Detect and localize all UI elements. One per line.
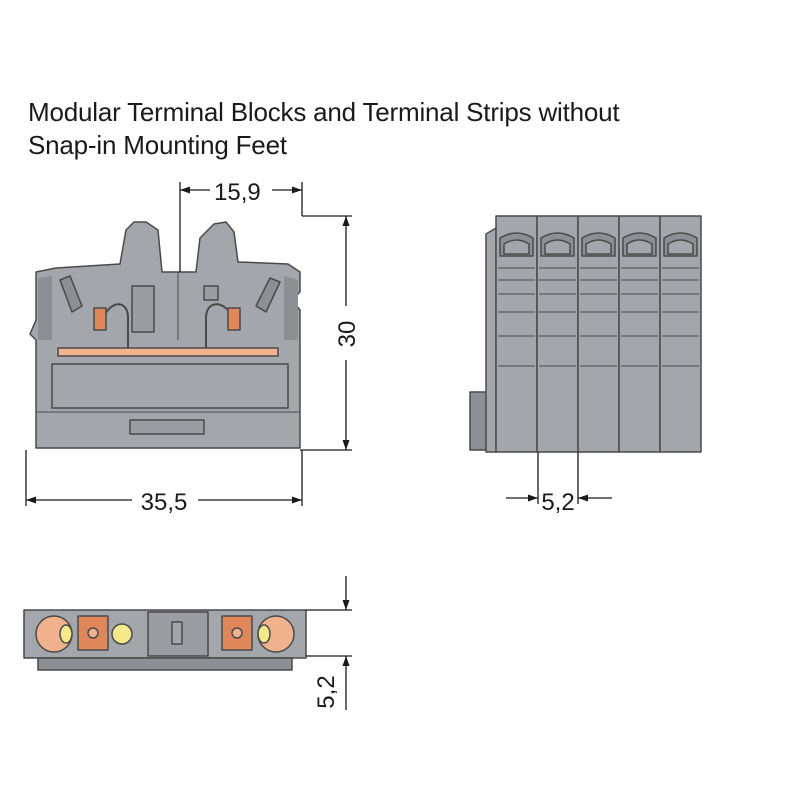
- busbar: [57, 347, 279, 357]
- top-dimensions: [306, 576, 352, 710]
- side-view: [469, 215, 702, 453]
- front-view-housing: [29, 221, 301, 449]
- title-line-1: Modular Terminal Blocks and Terminal Str…: [28, 97, 620, 127]
- clamp-right: [227, 307, 241, 331]
- dimension-height: 30: [334, 321, 361, 348]
- front-dimensions: [25, 182, 352, 506]
- title-line-2: Snap-in Mounting Feet: [28, 130, 287, 160]
- top-view-bottom: [37, 657, 293, 671]
- marker-dot-left: [59, 624, 73, 644]
- spring-left: [103, 303, 129, 348]
- side-dimensions: [506, 452, 612, 504]
- dimension-overall-width: 35,5: [141, 489, 188, 516]
- dimension-pitch-top: 5,2: [313, 675, 340, 708]
- center-window-left: [131, 285, 155, 333]
- front-view-shade-left: [38, 276, 52, 340]
- front-view-shade-right: [284, 276, 298, 340]
- side-module: [577, 215, 620, 453]
- side-module: [495, 215, 538, 453]
- center-window-right: [203, 285, 219, 301]
- top-clamp-right: [221, 615, 253, 651]
- side-module: [618, 215, 661, 453]
- dimension-pitch-side: 5,2: [541, 489, 574, 516]
- clamp-left: [93, 307, 107, 331]
- side-module: [659, 215, 702, 453]
- lever-slot-left: [59, 275, 83, 313]
- marker-dot-right: [257, 624, 271, 644]
- lower-body: [51, 363, 289, 409]
- side-module: [536, 215, 579, 453]
- marker-slot: [129, 419, 205, 435]
- front-view: [29, 221, 301, 449]
- lever-slot-right: [255, 277, 281, 313]
- dimension-top-width: 15,9: [214, 179, 261, 206]
- diagram-title: Modular Terminal Blocks and Terminal Str…: [28, 96, 620, 162]
- test-port-left: [111, 623, 133, 645]
- top-view: [23, 609, 307, 671]
- side-view-end-plate: [485, 227, 497, 453]
